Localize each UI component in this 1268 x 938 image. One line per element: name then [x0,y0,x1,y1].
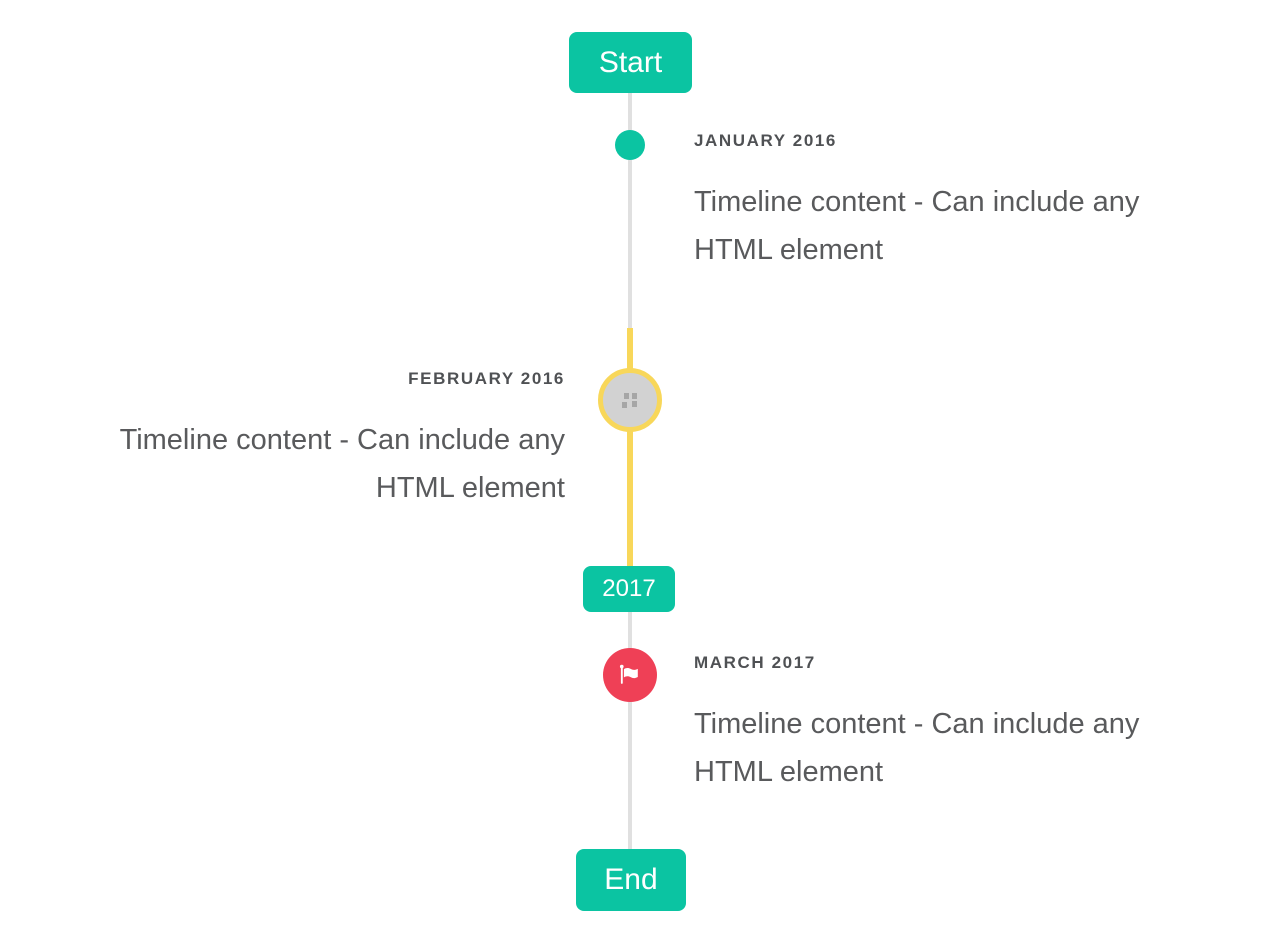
entry-title: MARCH 2017 [694,653,816,672]
start-badge: Start [569,32,692,93]
end-badge-label: End [604,863,658,896]
image-placeholder-marker [598,368,662,432]
timeline-entry-february-2016: FEBRUARY 2016 Timeline content - Can inc… [35,368,565,512]
entry-title: JANUARY 2016 [694,131,837,150]
timeline-line-highlight [627,328,633,566]
entry-content: Timeline content - Can include any HTML … [694,708,1140,788]
timeline-dot-marker [615,130,645,160]
entry-content: Timeline content - Can include any HTML … [694,186,1140,266]
start-badge-label: Start [598,45,663,79]
entry-content: Timeline content - Can include any HTML … [119,424,565,504]
broken-image-icon [622,393,638,408]
timeline-entry-march-2017: MARCH 2017 Timeline content - Can includ… [694,652,1224,796]
entry-title: FEBRUARY 2016 [408,369,565,388]
year-badge-label: 2017 [602,575,656,602]
end-badge: End [576,849,686,911]
flag-icon [619,664,638,684]
timeline-entry-january-2016: JANUARY 2016 Timeline content - Can incl… [694,130,1224,274]
year-badge: 2017 [583,566,675,612]
flag-marker [603,648,657,702]
